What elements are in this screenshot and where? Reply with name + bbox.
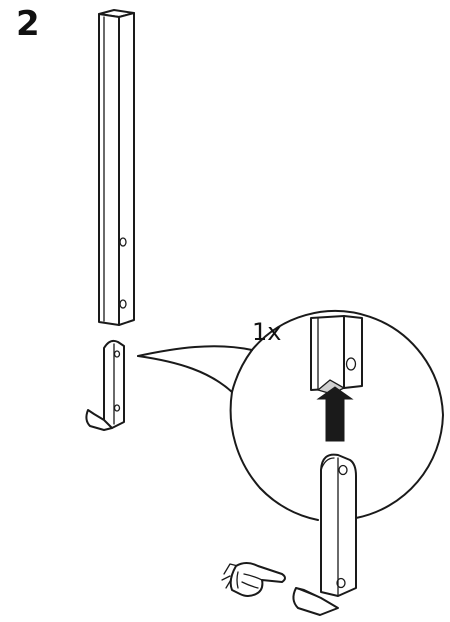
arrow-up-icon (316, 386, 354, 442)
step-number: 2 (16, 4, 40, 44)
zoom-detail (229, 310, 444, 616)
zoom-leg-hole (345, 357, 357, 371)
small-bracket (85, 339, 125, 431)
pointing-hand-icon (221, 562, 286, 597)
leg-post (98, 9, 135, 326)
leg-hole-upper (119, 237, 127, 247)
callout-pointer (137, 345, 253, 393)
leg-hole-lower (119, 299, 127, 309)
quantity-label: 1x (252, 318, 282, 346)
